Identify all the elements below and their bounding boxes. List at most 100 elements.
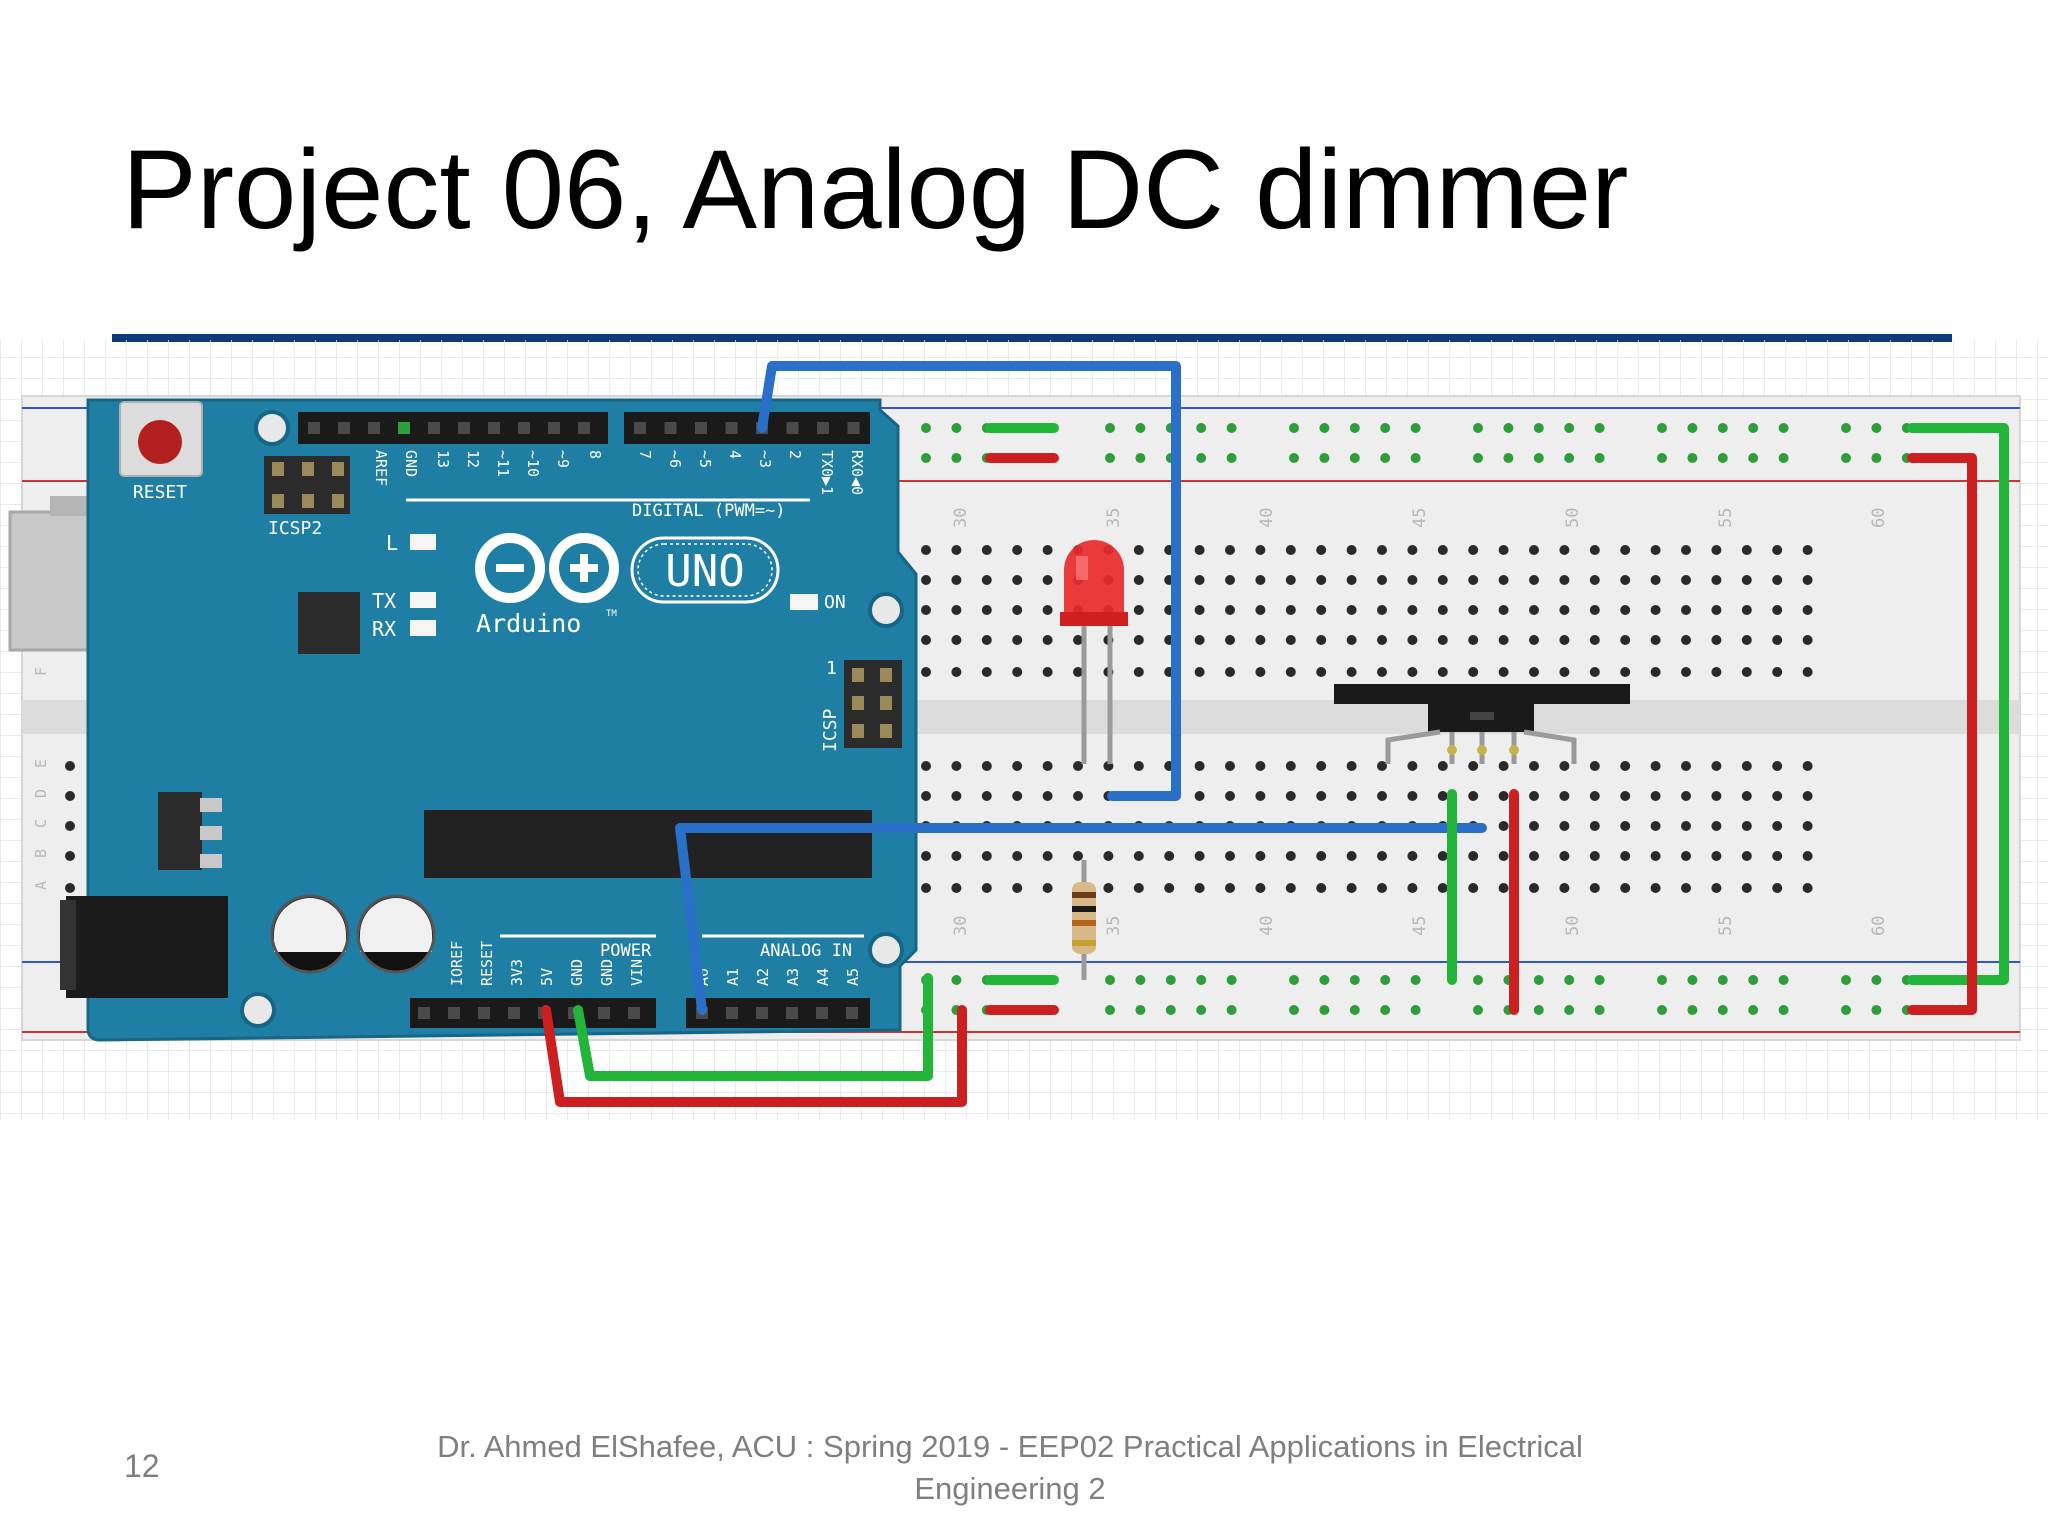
breadboard-rail-hole [1564, 453, 1575, 463]
breadboard-hole [1559, 605, 1570, 615]
breadboard-hole [1285, 545, 1296, 555]
breadboard-hole [1407, 635, 1418, 645]
breadboard-hole [1741, 635, 1752, 645]
breadboard-column-number: 60 [1869, 916, 1889, 936]
breadboard-hole [1589, 667, 1600, 677]
breadboard-rail-hole [1410, 1005, 1421, 1015]
breadboard-rail-hole [1380, 975, 1391, 985]
breadboard-hole [1498, 545, 1509, 555]
reset-label: RESET [133, 482, 187, 503]
breadboard-rail-hole [921, 453, 931, 463]
breadboard-hole [1377, 761, 1387, 771]
breadboard-column-number: 50 [1563, 508, 1583, 528]
analog-header [686, 998, 870, 1028]
digital-pin-hole [725, 422, 738, 434]
power-pin-label: GND [598, 959, 616, 986]
breadboard-hole [1437, 605, 1448, 615]
breadboard-hole [1346, 883, 1357, 893]
breadboard-hole [1498, 761, 1509, 771]
breadboard-rail-hole [1564, 1005, 1575, 1015]
analog-pin-label: A3 [784, 968, 802, 986]
breadboard-hole [1802, 761, 1813, 771]
breadboard-hole [1012, 635, 1023, 645]
analog-pin-hole [726, 1007, 738, 1019]
breadboard-hole [1316, 635, 1327, 645]
breadboard-row-letter: F [32, 667, 50, 676]
red-led [1060, 540, 1128, 764]
breadboard-hole [921, 667, 931, 677]
breadboard-column-number: 55 [1716, 916, 1736, 936]
breadboard-hole [1377, 575, 1387, 585]
breadboard-hole [1407, 791, 1418, 801]
breadboard-hole [1741, 761, 1752, 771]
power-pin-label: 5V [538, 968, 556, 986]
breadboard-hole [1711, 575, 1722, 585]
breadboard-hole [1681, 575, 1691, 585]
breadboard-hole [1681, 821, 1691, 831]
breadboard-hole [951, 635, 962, 645]
breadboard-hole [1073, 635, 1083, 645]
wire-green-gnd [573, 973, 933, 1081]
breadboard-hole [1316, 883, 1327, 893]
breadboard-hole [1073, 791, 1083, 801]
breadboard-rail-hole [1410, 423, 1421, 433]
breadboard-hole [1529, 605, 1539, 615]
breadboard-rail-hole [1349, 1005, 1360, 1015]
breadboard-hole [1407, 667, 1418, 677]
breadboard-hole [1620, 667, 1631, 677]
breadboard-rail-hole [1717, 423, 1728, 433]
breadboard-hole [1468, 791, 1479, 801]
breadboard-rail-hole [1687, 423, 1698, 433]
digital-pin-label: ~11 [494, 450, 512, 477]
breadboard-hole [1164, 883, 1175, 893]
digital-pin-hole [548, 422, 560, 434]
breadboard-rail-hole [1717, 975, 1728, 985]
breadboard-hole [1498, 791, 1509, 801]
breadboard-hole [1255, 545, 1266, 555]
breadboard-hole [1225, 851, 1235, 861]
analog-pin-hole [816, 1007, 828, 1019]
analog-pin-hole [846, 1007, 858, 1019]
breadboard-hole [1377, 667, 1387, 677]
breadboard-hole [1133, 635, 1144, 645]
breadboard-hole [1377, 635, 1387, 645]
breadboard-hole [1559, 545, 1570, 555]
breadboard-rail-hole [1105, 975, 1115, 985]
breadboard-hole [1164, 851, 1175, 861]
breadboard-rail-hole [1289, 453, 1299, 463]
breadboard-hole [1316, 545, 1327, 555]
breadboard-rail-hole [1319, 1005, 1330, 1015]
breadboard-hole [1255, 761, 1266, 771]
breadboard-hole [1133, 667, 1144, 677]
breadboard-hole [1589, 575, 1600, 585]
breadboard-hole [1225, 605, 1235, 615]
digital-pin-label: 2 [786, 450, 804, 459]
breadboard-hole [981, 667, 992, 677]
breadboard-hole [921, 791, 931, 801]
breadboard-hole [1103, 851, 1114, 861]
breadboard-rail-hole [1165, 1005, 1176, 1015]
breadboard-hole [1498, 821, 1509, 831]
breadboard-hole [1255, 883, 1266, 893]
breadboard-hole [1468, 635, 1479, 645]
breadboard-hole [921, 545, 931, 555]
breadboard-rail-hole [1748, 423, 1759, 433]
slide-number: 12 [124, 1448, 160, 1484]
breadboard-hole [1133, 575, 1144, 585]
breadboard-column-number: 30 [951, 508, 971, 528]
breadboard-rail-hole [1871, 453, 1882, 463]
breadboard-rail-hole [1105, 423, 1115, 433]
breadboard-hole [1103, 883, 1114, 893]
breadboard-rail-hole [1135, 975, 1146, 985]
breadboard-rail-hole [1657, 1005, 1667, 1015]
breadboard-hole [951, 851, 962, 861]
digital-pin-label: ~5 [696, 450, 714, 468]
breadboard-hole [1285, 635, 1296, 645]
breadboard-hole [951, 791, 962, 801]
breadboard-rail-hole [1533, 423, 1544, 433]
breadboard-rail-hole [1165, 975, 1176, 985]
breadboard-hole [1194, 667, 1205, 677]
digital-pin-label: TX0▶1 [818, 450, 836, 495]
breadboard-hole [921, 575, 931, 585]
breadboard-rail-hole [1410, 975, 1421, 985]
